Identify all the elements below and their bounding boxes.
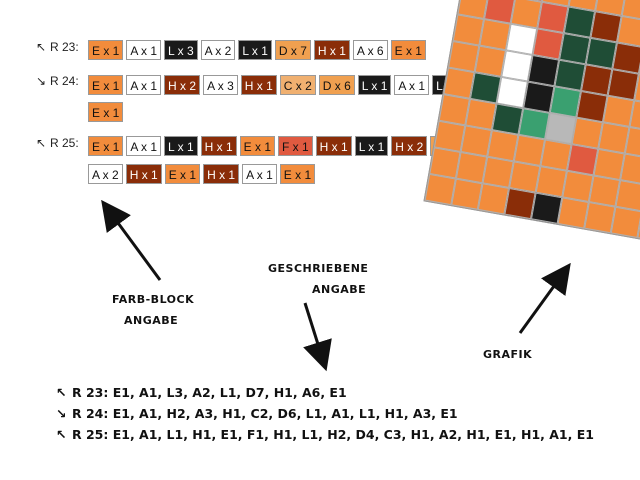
row-label-r24: ↘R 24: bbox=[36, 74, 79, 88]
color-block-l: L x 3 bbox=[164, 40, 198, 60]
color-block-a: A x 3 bbox=[203, 75, 238, 95]
color-block-a: A x 1 bbox=[394, 75, 430, 95]
arrow-to-written bbox=[303, 302, 332, 372]
color-block-h: H x 1 bbox=[313, 40, 350, 60]
color-block-a: A x 6 bbox=[352, 40, 388, 60]
color-block-e: E x 1 bbox=[390, 40, 426, 60]
color-block-row-r24-continued: E x 1 bbox=[88, 102, 124, 122]
color-block-h: H x 2 bbox=[391, 136, 428, 156]
color-block-l: L x 1 bbox=[164, 136, 198, 156]
color-block-h: H x 1 bbox=[125, 164, 162, 184]
color-block-e: E x 1 bbox=[164, 164, 201, 184]
pixel-graphic bbox=[421, 0, 640, 261]
diagonal-arrow-icon: ↖ bbox=[56, 427, 67, 442]
color-block-a: A x 1 bbox=[126, 75, 162, 95]
pixel-cell bbox=[610, 206, 640, 238]
color-block-d: D x 6 bbox=[318, 75, 355, 95]
written-row-r24: ↘R 24: E1, A1, H2, A3, H1, C2, D6, L1, A… bbox=[56, 403, 594, 424]
color-block-l: L x 1 bbox=[357, 75, 392, 95]
written-row-r25: ↖R 25: E1, A1, L1, H1, E1, F1, H1, L1, H… bbox=[56, 424, 594, 445]
color-block-a: A x 1 bbox=[126, 40, 162, 60]
annotation-geschriebene: GESCHRIEBENE ANGABE bbox=[268, 262, 369, 296]
color-block-h: H x 1 bbox=[315, 136, 352, 156]
row-label-r23: ↖R 23: bbox=[36, 40, 79, 54]
color-block-h: H x 1 bbox=[200, 136, 237, 156]
color-block-a: A x 1 bbox=[126, 136, 162, 156]
color-block-h: H x 1 bbox=[240, 75, 277, 95]
diagonal-arrow-icon: ↘ bbox=[56, 406, 67, 421]
diagonal-arrow-icon: ↖ bbox=[36, 40, 47, 54]
row-label-r25: ↖R 25: bbox=[36, 136, 79, 150]
color-block-c: C x 2 bbox=[279, 75, 316, 95]
pixel-grid bbox=[423, 0, 640, 247]
color-block-h: H x 1 bbox=[203, 164, 240, 184]
color-block-e: E x 1 bbox=[88, 40, 124, 60]
arrow-to-graphic bbox=[518, 262, 571, 334]
color-block-e: E x 1 bbox=[88, 102, 124, 122]
arrow-to-color-blocks bbox=[101, 199, 162, 281]
color-block-a: A x 2 bbox=[200, 40, 236, 60]
color-block-h: H x 2 bbox=[164, 75, 201, 95]
color-block-a: A x 1 bbox=[242, 164, 277, 184]
diagonal-arrow-icon: ↘ bbox=[36, 74, 47, 88]
color-block-e: E x 1 bbox=[279, 164, 316, 184]
color-block-e: E x 1 bbox=[88, 136, 124, 156]
color-block-l: L x 1 bbox=[238, 40, 272, 60]
diagonal-arrow-icon: ↖ bbox=[56, 385, 67, 400]
annotation-farb-block: FARB-BLOCK ANGABE bbox=[112, 293, 195, 327]
written-instructions: ↖R 23: E1, A1, L3, A2, L1, D7, H1, A6, E… bbox=[56, 382, 594, 445]
annotation-grafik: GRAFIK bbox=[483, 348, 533, 361]
color-block-f: F x 1 bbox=[278, 136, 313, 156]
diagonal-arrow-icon: ↖ bbox=[36, 136, 47, 150]
written-row-r23: ↖R 23: E1, A1, L3, A2, L1, D7, H1, A6, E… bbox=[56, 382, 594, 403]
color-block-l: L x 1 bbox=[354, 136, 389, 156]
color-block-e: E x 1 bbox=[239, 136, 275, 156]
color-block-e: E x 1 bbox=[88, 75, 124, 95]
color-block-d: D x 7 bbox=[274, 40, 311, 60]
color-block-a: A x 2 bbox=[88, 164, 123, 184]
